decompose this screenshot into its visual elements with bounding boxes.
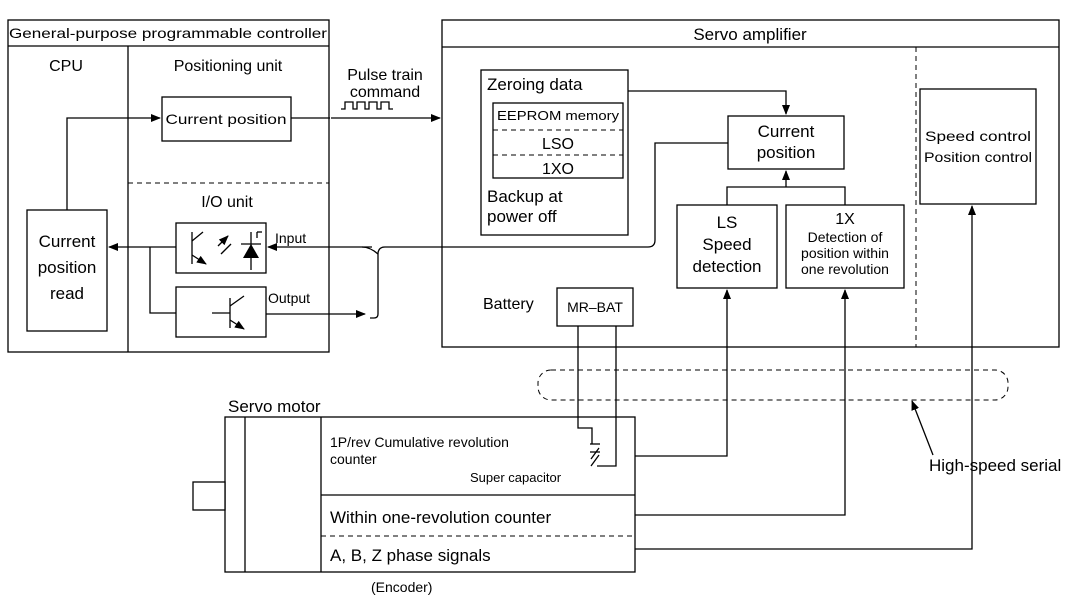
super-capacitor-label: Super capacitor [470, 470, 562, 485]
phase-signals-label: A, B, Z phase signals [330, 546, 491, 565]
battery-label: Battery [483, 296, 534, 313]
onex-label-l3: position within [801, 245, 889, 261]
plc-block: General-purpose programmable controller … [7, 19, 330, 353]
servo-amplifier-title: Servo amplifier [693, 25, 807, 44]
amp-current-position-box [727, 115, 845, 170]
pulse-train-label-l1: Pulse train [347, 67, 423, 84]
detectors-merge-line [726, 186, 846, 205]
current-position-read-l3: read [50, 284, 84, 303]
plc-current-position-label: Current position [166, 111, 287, 127]
cpu-label: CPU [49, 58, 83, 75]
current-position-read-box [26, 209, 108, 332]
pulse-train-label-l2: command [350, 84, 420, 101]
control-label-l1: Speed control [925, 128, 1031, 144]
encoder-wiring: High-speed serial [537, 205, 1061, 550]
control-label-l2: Position control [924, 149, 1032, 165]
servo-amplifier-block: Servo amplifier Zeroing data EEPROM memo… [441, 19, 1060, 348]
output-transistor-box [175, 286, 267, 338]
servo-motor-block: Servo motor 1P/rev Cumulative revolution… [192, 397, 636, 595]
counter-label-l1: 1P/rev Cumulative revolution [330, 434, 509, 450]
pulse-train-command: Pulse train command [331, 67, 441, 122]
output-transistor-icon [212, 295, 245, 330]
position-to-amp-input-line [654, 142, 728, 240]
within-counter-label: Within one-revolution counter [330, 508, 551, 527]
ls-speed-detection-box [676, 204, 778, 289]
high-speed-serial-pointer [911, 400, 934, 456]
plc-wiring [66, 114, 656, 319]
current-position-read-l1: Current [39, 232, 96, 251]
plc-title: General-purpose programmable controller [9, 25, 327, 41]
amp-current-position-l2: position [757, 143, 816, 162]
position-read-feedback-line [66, 114, 161, 210]
eeprom-label: EEPROM memory [497, 108, 620, 123]
current-position-read-l2: position [38, 258, 97, 277]
battery-wire-left [577, 326, 593, 444]
motor-shaft [192, 481, 226, 511]
encoder-label: (Encoder) [371, 579, 432, 595]
backup-label-l1: Backup at [487, 187, 563, 206]
high-speed-serial-label: High-speed serial [929, 456, 1061, 475]
counter-to-ls-line [635, 289, 731, 457]
high-speed-serial-cable [537, 369, 1009, 401]
onexo-label: 1XO [542, 161, 574, 178]
io-unit-label: I/O unit [201, 194, 253, 211]
onex-label-l1: 1X [835, 211, 855, 228]
onex-detection-box [785, 204, 905, 289]
output-jumper [361, 246, 379, 255]
phase-to-control-line [635, 205, 976, 550]
onex-label-l2: Detection of [808, 229, 883, 245]
ls-label-l1: LS [717, 213, 738, 232]
zeroing-to-position-line [628, 90, 790, 115]
plc-current-position-box [161, 96, 292, 142]
output-label: Output [268, 290, 310, 306]
eeprom-box [492, 102, 624, 179]
input-phototransistor-icon [191, 231, 232, 265]
positioning-unit-label: Positioning unit [174, 58, 283, 75]
amp-current-position-l1: Current [758, 122, 815, 141]
pulse-waveform-icon [341, 101, 393, 110]
servo-motor-title: Servo motor [228, 397, 321, 416]
battery-box [556, 287, 634, 327]
counter-label-l2: counter [330, 451, 377, 467]
input-label: Input [275, 230, 306, 246]
speed-position-control-box [919, 88, 1037, 205]
battery-wire-right [597, 326, 617, 467]
zeroing-data-label: Zeroing data [487, 75, 583, 94]
ls-label-l2: Speed [702, 235, 751, 254]
super-capacitor-icon [590, 443, 600, 467]
battery-model-label: MR–BAT [567, 299, 623, 315]
within-counter-to-onex-line [635, 289, 849, 516]
backup-label-l2: power off [487, 207, 557, 226]
onex-label-l4: one revolution [801, 261, 889, 277]
amp-to-input-line [370, 239, 656, 319]
input-to-output-branch [149, 247, 176, 314]
ls-label-l3: detection [693, 257, 762, 276]
lso-label: LSO [542, 136, 574, 153]
input-led-icon [241, 231, 262, 270]
